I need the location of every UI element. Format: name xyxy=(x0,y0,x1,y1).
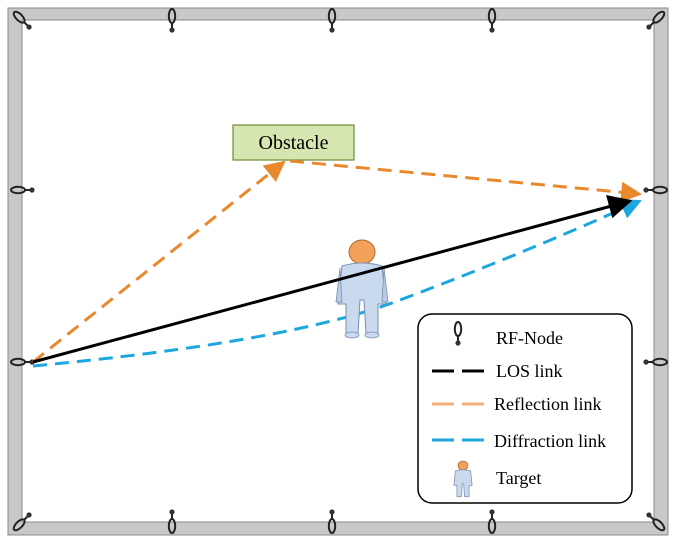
target-person-icon xyxy=(335,239,389,339)
reflection-link-reflected xyxy=(289,159,643,203)
legend-item-reflection: Reflection link xyxy=(432,394,601,414)
obstacle-label: Obstacle xyxy=(259,132,329,154)
diffraction-link-path xyxy=(32,199,642,368)
diffraction-link xyxy=(32,199,642,368)
los-link-line xyxy=(32,195,633,364)
legend-item-target: Target xyxy=(453,460,541,498)
legend-label-los: LOS link xyxy=(496,361,563,381)
legend-box xyxy=(417,313,633,504)
reflection-link-incident xyxy=(32,160,286,364)
legend-label-target: Target xyxy=(496,468,541,488)
target-person-icon xyxy=(453,460,473,498)
legend-item-diffraction: Diffraction link xyxy=(432,431,606,451)
obstacle: Obstacle xyxy=(232,124,355,161)
legend-label-reflection: Reflection link xyxy=(494,394,601,414)
legend-label-rf-node: RF-Node xyxy=(496,328,563,348)
legend: RF-Node LOS link Reflection link Diffrac… xyxy=(417,313,633,504)
obstacle-box xyxy=(232,124,355,161)
legend-label-diffraction: Diffraction link xyxy=(494,431,606,451)
reflection-link xyxy=(32,159,643,364)
los-link xyxy=(32,195,633,364)
legend-item-rf-node: RF-Node xyxy=(453,321,563,348)
legend-item-los: LOS link xyxy=(432,361,563,381)
